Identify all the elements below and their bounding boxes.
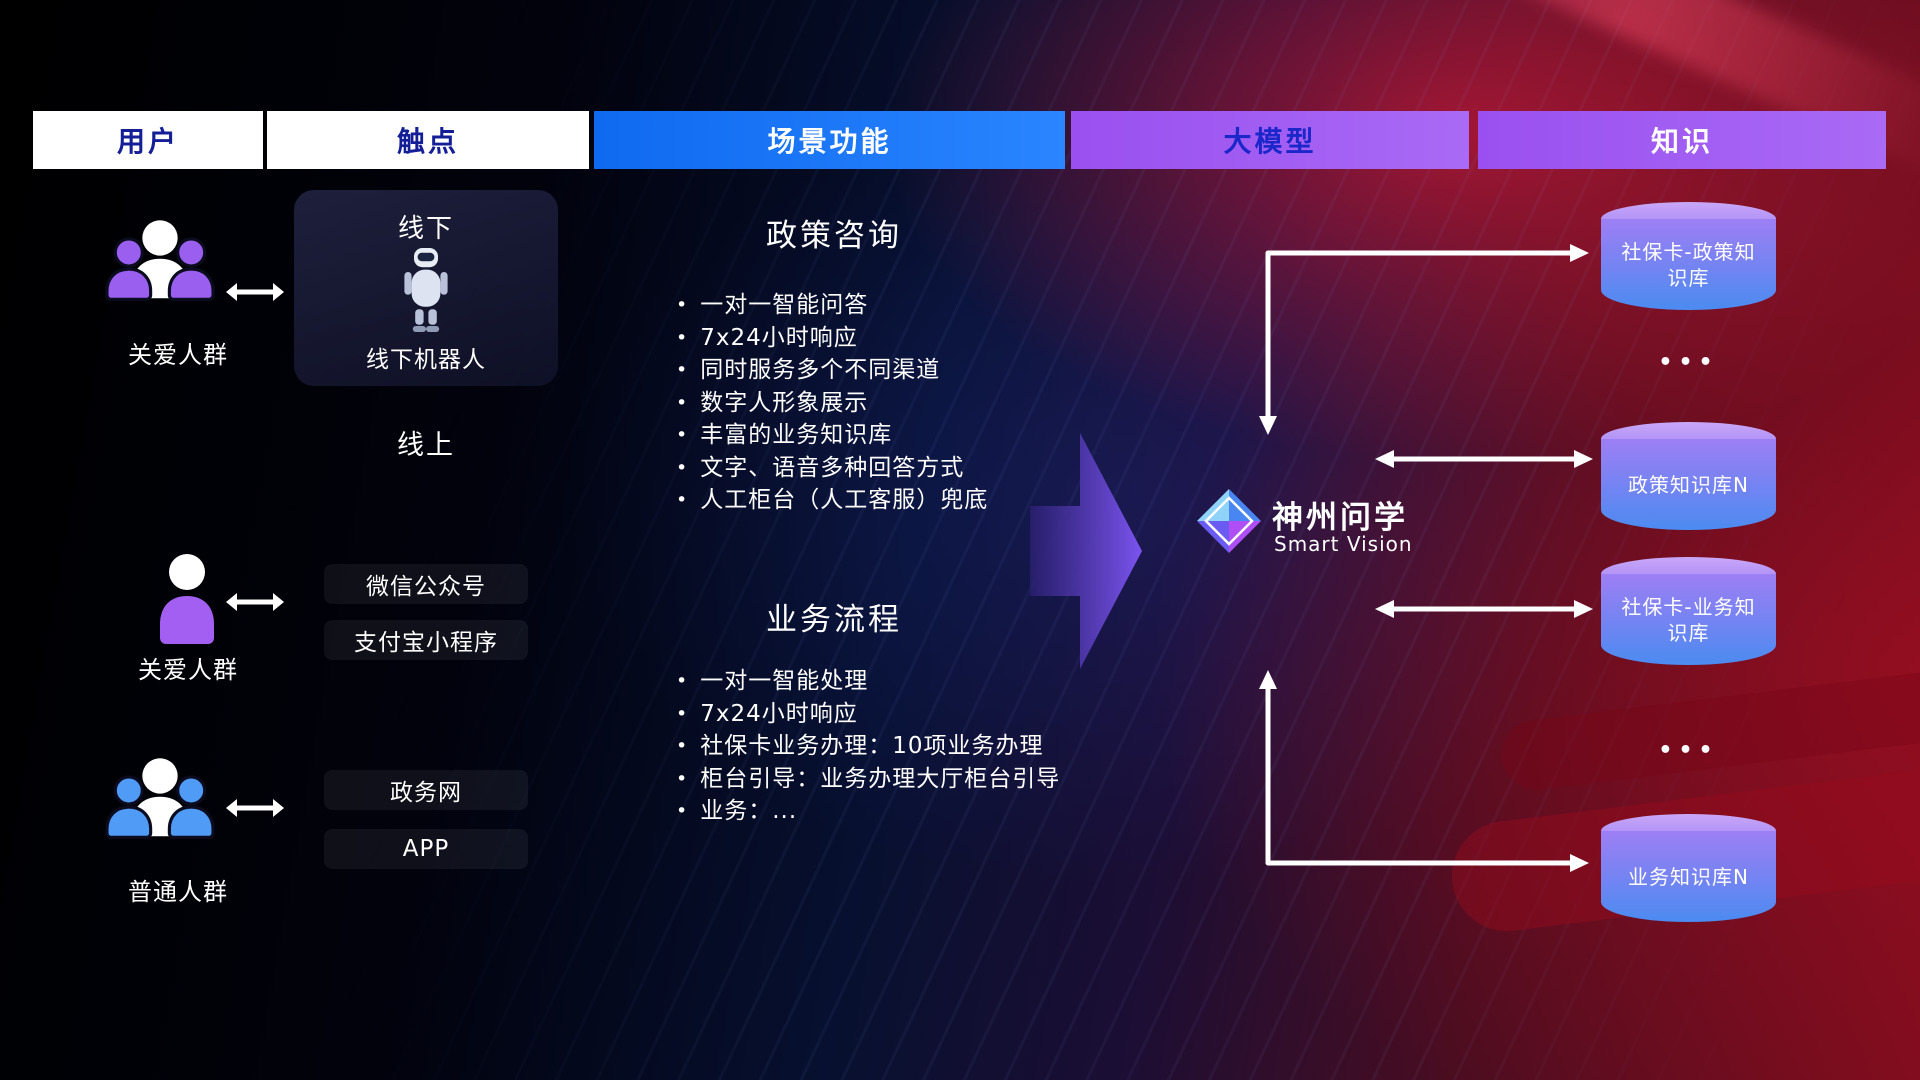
user-group-label: 关爱人群 — [128, 341, 228, 369]
feature-item: 柜台引导：业务办理大厅柜台引导 — [676, 763, 1060, 796]
knowledge-db-policy-sscard: 社保卡-政策知识库 — [1601, 202, 1776, 310]
smart-vision-logo-icon — [1197, 489, 1261, 553]
ellipsis: ••• — [1658, 738, 1719, 763]
db-cylinder-body — [1601, 831, 1776, 922]
double-arrow-icon — [226, 283, 284, 301]
policy-feature-list: 一对一智能问答 7x24小时响应 同时服务多个不同渠道 数字人形象展示 丰富的业… — [676, 289, 988, 517]
business-feature-list: 一对一智能处理 7x24小时响应 社保卡业务办理：10项业务办理 柜台引导：业务… — [676, 665, 1060, 828]
knowledge-db-business-sscard: 社保卡-业务知识库 — [1601, 557, 1776, 665]
feature-item: 文字、语音多种回答方式 — [676, 452, 988, 485]
db-cylinder-body — [1601, 439, 1776, 530]
knowledge-db-business-n: 业务知识库N — [1601, 814, 1776, 922]
column-header-user: 用户 — [33, 111, 263, 169]
feature-item: 业务：... — [676, 795, 1060, 828]
feature-item: 7x24小时响应 — [676, 322, 988, 355]
offline-card: 线下 线下机器人 — [294, 190, 558, 386]
feature-item: 一对一智能问答 — [676, 289, 988, 322]
scenario-title-policy: 政策咨询 — [766, 218, 902, 254]
db-label: 业务知识库N — [1628, 865, 1749, 889]
offline-robot-label: 线下机器人 — [366, 347, 486, 373]
group-purple-icon — [105, 220, 215, 301]
online-label: 线上 — [397, 430, 455, 461]
feature-item: 同时服务多个不同渠道 — [676, 354, 988, 387]
channel-app: APP — [324, 829, 528, 869]
feature-item: 7x24小时响应 — [676, 698, 1060, 731]
db-label: 社保卡-政策知识库 — [1621, 240, 1756, 290]
channel-wechat: 微信公众号 — [324, 564, 528, 604]
knowledge-db-policy-n: 政策知识库N — [1601, 422, 1776, 530]
channel-alipay: 支付宝小程序 — [324, 620, 528, 660]
db-label: 社保卡-业务知识库 — [1621, 595, 1756, 645]
column-header-touchpoint: 触点 — [267, 111, 589, 169]
feature-item: 数字人形象展示 — [676, 387, 988, 420]
feature-item: 社保卡业务办理：10项业务办理 — [676, 730, 1060, 763]
group-blue-icon — [105, 758, 215, 839]
flow-arrow-icon — [1030, 433, 1142, 669]
db-label: 政策知识库N — [1628, 473, 1749, 497]
user-group-label: 普通人群 — [128, 878, 228, 906]
feature-item: 人工柜台（人工客服）兜底 — [676, 484, 988, 517]
db-cylinder-body — [1601, 574, 1776, 665]
ellipsis: ••• — [1658, 350, 1719, 375]
channel-gov: 政务网 — [324, 770, 528, 810]
double-arrow-icon — [226, 799, 284, 817]
robot-icon — [404, 248, 448, 332]
column-header-scenario: 场景功能 — [594, 111, 1065, 169]
model-subtitle: Smart Vision — [1274, 532, 1413, 556]
user-person-label: 关爱人群 — [138, 656, 238, 684]
column-header-knowledge: 知识 — [1478, 111, 1886, 169]
column-header-model: 大模型 — [1071, 111, 1469, 169]
model-name: 神州问学 — [1272, 500, 1408, 536]
person-purple-icon — [160, 554, 214, 644]
double-arrow-icon — [226, 593, 284, 611]
db-cylinder-body — [1601, 219, 1776, 310]
scenario-title-business: 业务流程 — [766, 602, 902, 638]
offline-label: 线下 — [397, 214, 454, 244]
feature-item: 丰富的业务知识库 — [676, 419, 988, 452]
feature-item: 一对一智能处理 — [676, 665, 1060, 698]
